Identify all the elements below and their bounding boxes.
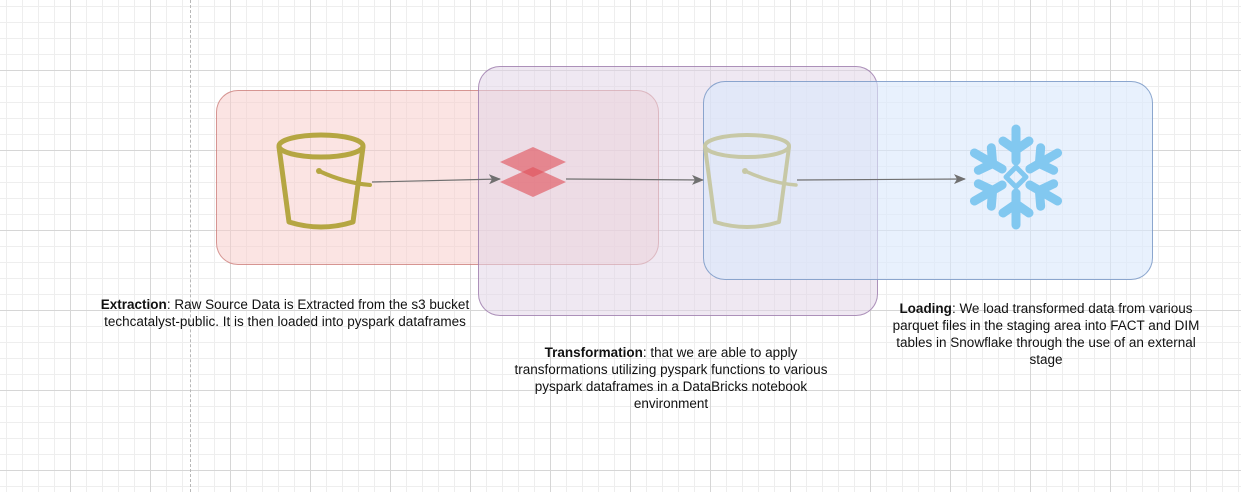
arrow-extract-to-transform[interactable]	[371, 174, 501, 185]
s3-staging-bucket-icon[interactable]	[703, 133, 798, 229]
loading-description: : We load transformed data from various …	[892, 301, 1200, 367]
transformation-caption: Transformation: that we are able to appl…	[511, 344, 831, 412]
loading-title: Loading	[899, 301, 952, 316]
databricks-icon[interactable]	[500, 147, 566, 197]
arrow-staging-to-snowflake[interactable]	[796, 174, 966, 185]
transformation-title: Transformation	[544, 345, 643, 360]
arrow-transform-to-staging[interactable]	[565, 174, 704, 185]
extraction-caption: Extraction: Raw Source Data is Extracted…	[92, 296, 478, 330]
s3-bucket-icon[interactable]	[276, 132, 372, 230]
extraction-description: : Raw Source Data is Extracted from the …	[104, 297, 470, 329]
snowflake-icon[interactable]	[968, 124, 1064, 230]
page-boundary-guide	[190, 0, 191, 492]
extraction-title: Extraction	[100, 297, 167, 312]
loading-stage-box[interactable]	[703, 81, 1153, 280]
transformation-description: : that we are able to apply transformati…	[514, 345, 828, 411]
loading-caption: Loading: We load transformed data from v…	[888, 300, 1204, 368]
